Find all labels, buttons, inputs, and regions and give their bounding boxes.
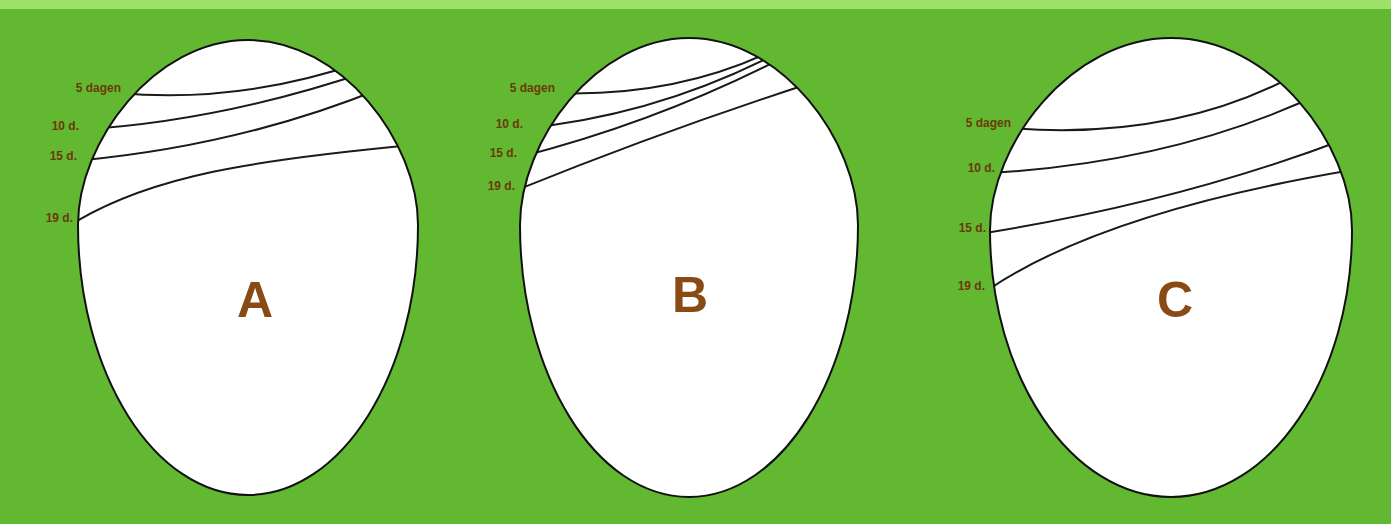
egg-shape: A [78, 40, 418, 495]
day-label: 10 d. [52, 120, 79, 133]
egg-fill [990, 38, 1352, 497]
egg-letter: A [237, 275, 273, 325]
day-label: 15 d. [490, 147, 517, 160]
day-label: 19 d. [488, 180, 515, 193]
day-label: 5 dagen [510, 82, 555, 95]
day-label: 10 d. [496, 118, 523, 131]
egg-outline [78, 40, 418, 495]
top-strip [0, 0, 1391, 9]
egg-shape: B [520, 38, 858, 497]
egg-fill [78, 40, 418, 495]
day-label: 19 d. [46, 212, 73, 225]
egg-shape: C [990, 38, 1352, 497]
day-label: 15 d. [959, 222, 986, 235]
day-label: 15 d. [50, 150, 77, 163]
air-cell-lines [72, 62, 424, 224]
egg-outline [990, 38, 1352, 497]
egg-letter: C [1157, 275, 1193, 325]
day-label: 5 dagen [966, 117, 1011, 130]
egg-fill [520, 38, 858, 497]
day-label: 10 d. [968, 162, 995, 175]
day-label: 5 dagen [76, 82, 121, 95]
egg-outline [520, 38, 858, 497]
day-label: 19 d. [958, 280, 985, 293]
air-cell-lines [985, 68, 1358, 292]
egg-letter: B [672, 270, 708, 320]
